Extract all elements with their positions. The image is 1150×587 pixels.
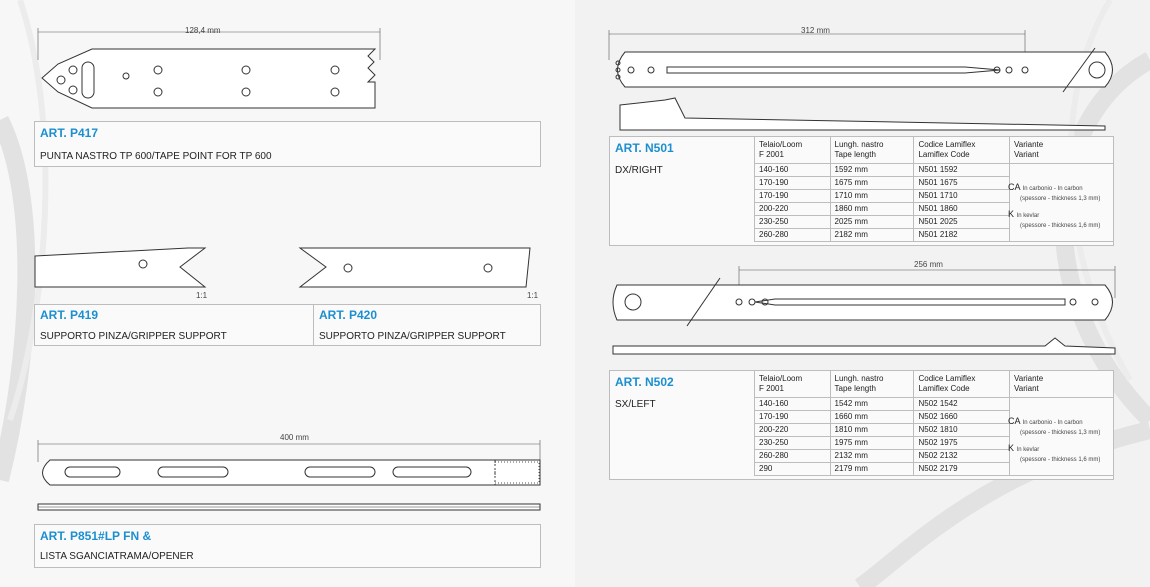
p419-p420-info-box <box>34 304 541 346</box>
p419-description: SUPPORTO PINZA/GRIPPER SUPPORT <box>40 331 227 342</box>
n501-dimension: 312 mm <box>801 26 830 35</box>
p851-code: ART. P851#LP FN & <box>40 529 152 543</box>
p419-scale: 1:1 <box>196 291 208 300</box>
n502-description: SX/LEFT <box>615 399 656 410</box>
p420-description: SUPPORTO PINZA/GRIPPER SUPPORT <box>319 331 506 342</box>
p419-p420-drawing <box>34 247 531 288</box>
p417-info-box <box>34 121 541 167</box>
p417-drawing <box>37 28 381 109</box>
n502-dimension: 256 mm <box>914 260 943 269</box>
p417-dimension: 128,4 mm <box>185 26 221 35</box>
p851-dimension: 400 mm <box>280 433 309 442</box>
p417-code: ART. P417 <box>40 126 99 140</box>
p851-info-box <box>34 524 541 568</box>
p420-code: ART. P420 <box>319 308 378 322</box>
n501-code: ART. N501 <box>615 141 674 155</box>
n501-variant-k: K In kevlar(spessore - thickness 1,6 mm) <box>1008 209 1101 229</box>
n502-variant-ca: CA In carbonio - In carbon(spessore - th… <box>1008 416 1101 436</box>
p417-description: PUNTA NASTRO TP 600/TAPE POINT FOR TP 60… <box>40 151 272 162</box>
n502-variant-k: K In kevlar(spessore - thickness 1,6 mm) <box>1008 443 1101 463</box>
n501-drawing <box>608 30 1113 131</box>
p420-scale: 1:1 <box>527 291 539 300</box>
p419-p420-divider <box>313 304 314 346</box>
p851-description: LISTA SGANCIATRAMA/OPENER <box>40 551 194 562</box>
n501-description: DX/RIGHT <box>615 165 663 176</box>
p419-code: ART. P419 <box>40 308 99 322</box>
p851-drawing <box>37 440 541 511</box>
n501-variant-ca: CA In carbonio - In carbon(spessore - th… <box>1008 182 1101 202</box>
n502-drawing <box>612 266 1116 355</box>
n502-code: ART. N502 <box>615 375 674 389</box>
